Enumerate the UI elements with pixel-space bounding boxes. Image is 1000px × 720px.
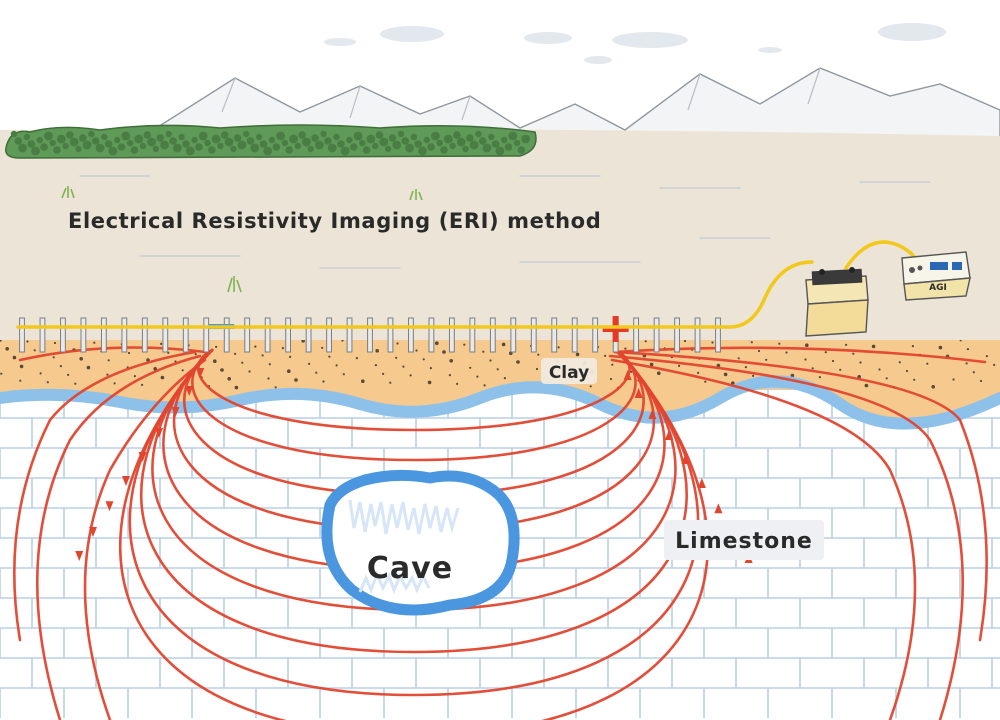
current-arrow [75, 551, 84, 561]
current-line [35, 354, 202, 720]
electrode [346, 317, 353, 353]
current-line [613, 346, 987, 364]
electrode [285, 317, 292, 353]
electrode [121, 317, 128, 353]
cave [321, 469, 520, 616]
electrode [551, 317, 558, 353]
electrode [182, 317, 189, 353]
forest [5, 124, 537, 159]
current-arrow [196, 368, 205, 378]
current-arrow [121, 476, 130, 486]
electrode [162, 317, 169, 353]
electrode [571, 317, 578, 353]
plain [0, 128, 1000, 340]
electrode [326, 317, 332, 353]
diagram-title: Electrical Resistivity Imaging (ERI) met… [68, 209, 601, 233]
plain-streaks [79, 175, 931, 269]
electrode [141, 317, 148, 353]
current-arrow [105, 501, 114, 512]
electrode [387, 317, 394, 353]
positive-electrode-marker [602, 316, 629, 342]
electrode [244, 317, 251, 353]
current-line [18, 346, 207, 362]
limestone-label-box: Limestone [664, 520, 824, 560]
current-line [191, 348, 637, 462]
current-line [613, 350, 988, 642]
resistivity-meter-icon: AGI [901, 251, 971, 301]
current-arrow [623, 370, 632, 380]
electrode [264, 317, 271, 353]
electrode [223, 317, 230, 353]
current-line [610, 358, 917, 720]
current-arrow [714, 503, 723, 514]
electrode-cable [16, 260, 814, 329]
grass-tufts [61, 186, 423, 293]
electrode [39, 317, 46, 353]
cave-label: Cave [367, 551, 453, 586]
current-line [13, 350, 197, 642]
electrode [428, 317, 435, 353]
electrode [489, 317, 496, 353]
electrode [203, 317, 210, 353]
electrode [100, 317, 107, 353]
electrode [653, 317, 660, 353]
current-line [608, 354, 965, 720]
current-arrow [697, 478, 706, 488]
electrode [80, 317, 87, 353]
electrode [674, 317, 680, 353]
electrode [19, 317, 25, 353]
battery-cable [844, 240, 920, 270]
electrode [408, 317, 414, 353]
current-line [83, 358, 207, 720]
current-line [139, 348, 688, 654]
clay-label: Clay [549, 363, 589, 383]
groundwater-band [0, 375, 1000, 430]
electrode [305, 317, 312, 353]
battery-icon [805, 267, 869, 337]
current-arrow [634, 388, 643, 398]
current-arrow [185, 386, 194, 396]
electrode [469, 317, 476, 353]
electrode-array [19, 316, 721, 353]
limestone-label: Limestone [675, 529, 813, 554]
electrode [633, 317, 640, 353]
clouds [324, 23, 946, 64]
electrode [448, 317, 455, 353]
electrode [367, 317, 373, 353]
instrument-brand: AGI [929, 283, 947, 293]
current-line [128, 348, 700, 697]
electrode [530, 317, 537, 353]
electrode [592, 317, 599, 353]
electrode [510, 317, 517, 353]
electrode [715, 317, 721, 353]
clay-label-box: Clay [541, 358, 597, 384]
electrode [694, 317, 701, 353]
electrode [60, 317, 66, 353]
